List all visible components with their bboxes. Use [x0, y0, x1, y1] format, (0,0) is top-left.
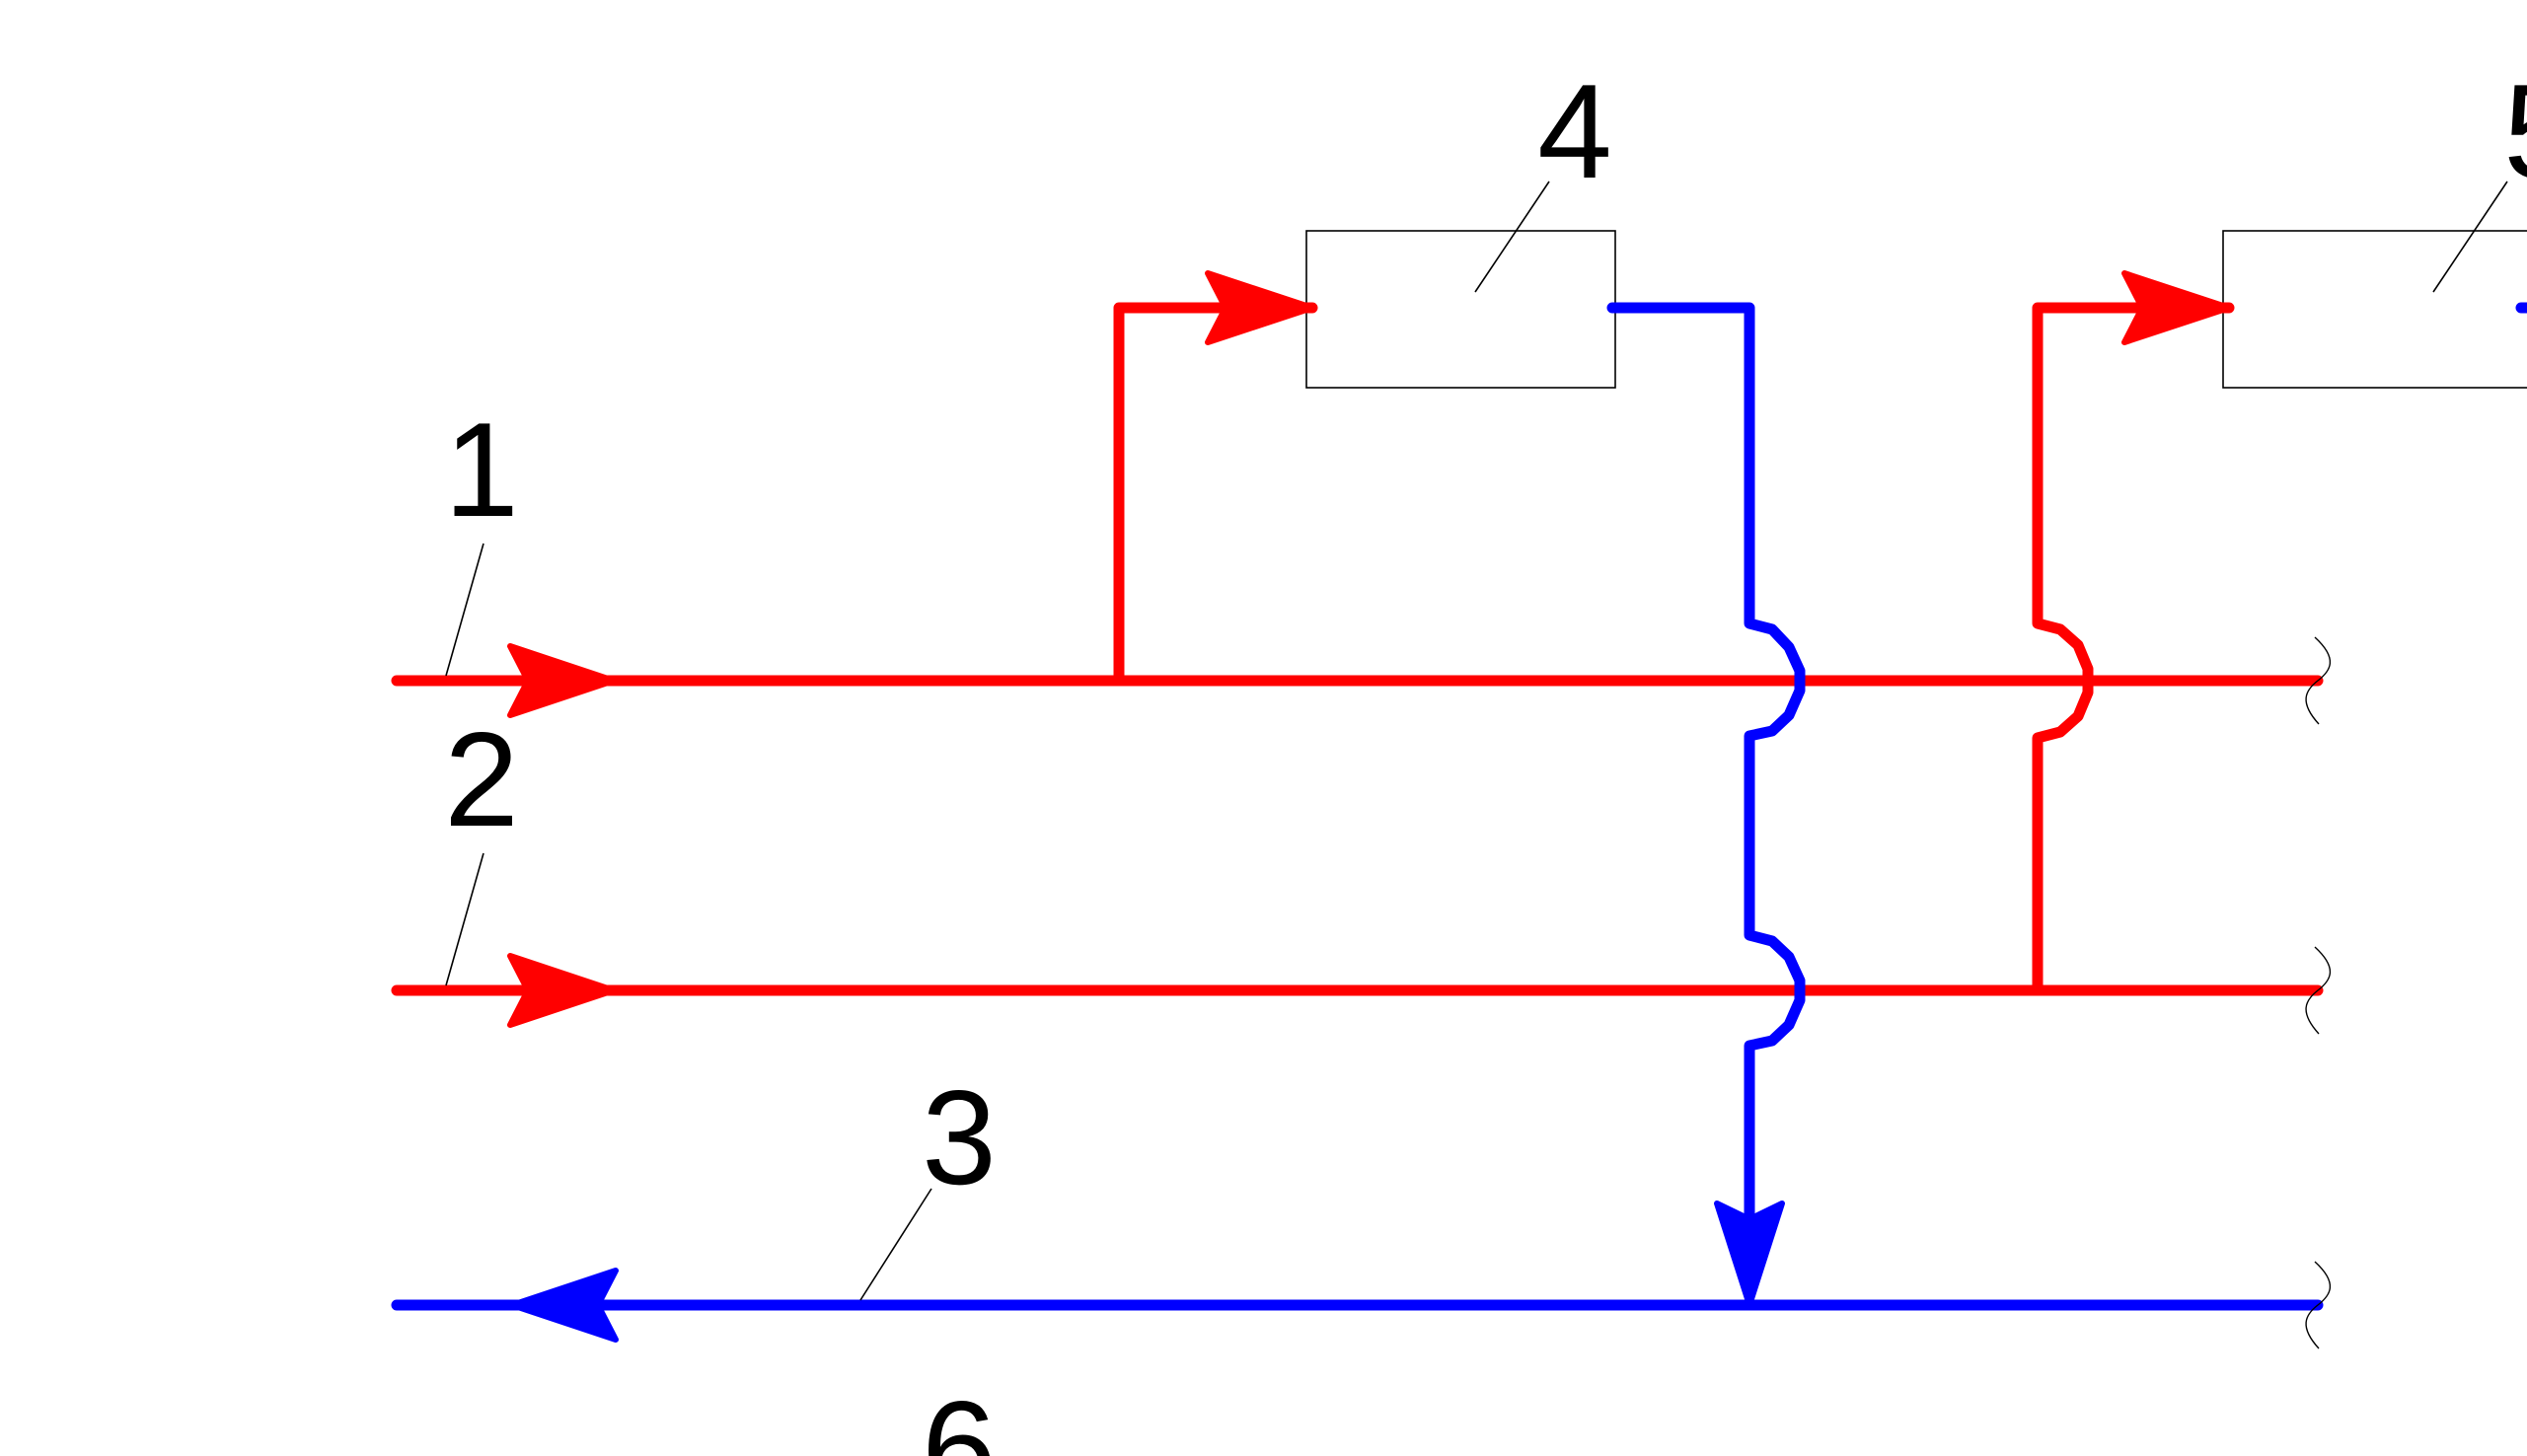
flow-arrow-branch-4: [1205, 270, 1315, 345]
leader-line-2: [445, 852, 484, 986]
leader-line-4: [1474, 181, 1550, 293]
label-pipe-2: 2: [444, 704, 519, 854]
flow-arrow-pipe-1: [507, 643, 617, 718]
consumer-box-5: [2222, 230, 2527, 389]
label-pipe-1: 1: [444, 395, 519, 545]
label-pipe-6: 6: [922, 1373, 997, 1456]
branch-to-consumer-5: [2032, 302, 2235, 996]
break-mark-pipe-3: [2305, 1261, 2332, 1349]
flow-arrow-pipe-3: [509, 1268, 619, 1343]
label-consumer-4: 4: [1537, 56, 1612, 206]
break-mark-pipe-1: [2305, 636, 2332, 725]
branch-to-consumer-4: [1113, 302, 1318, 683]
break-mark-pipe-2: [2305, 946, 2332, 1035]
flow-arrow-pipe-2: [507, 953, 617, 1028]
leader-line-3: [859, 1188, 932, 1301]
return-from-consumer-4: [1606, 302, 1806, 1229]
flow-arrow-return-4: [1714, 1201, 1785, 1308]
leader-line-5: [2432, 181, 2508, 293]
leader-line-1: [445, 543, 484, 677]
label-pipe-3: 3: [922, 1062, 997, 1212]
flow-arrow-branch-5: [2121, 270, 2232, 345]
label-consumer-5: 5: [2503, 56, 2527, 206]
consumer-box-4: [1305, 230, 1616, 389]
